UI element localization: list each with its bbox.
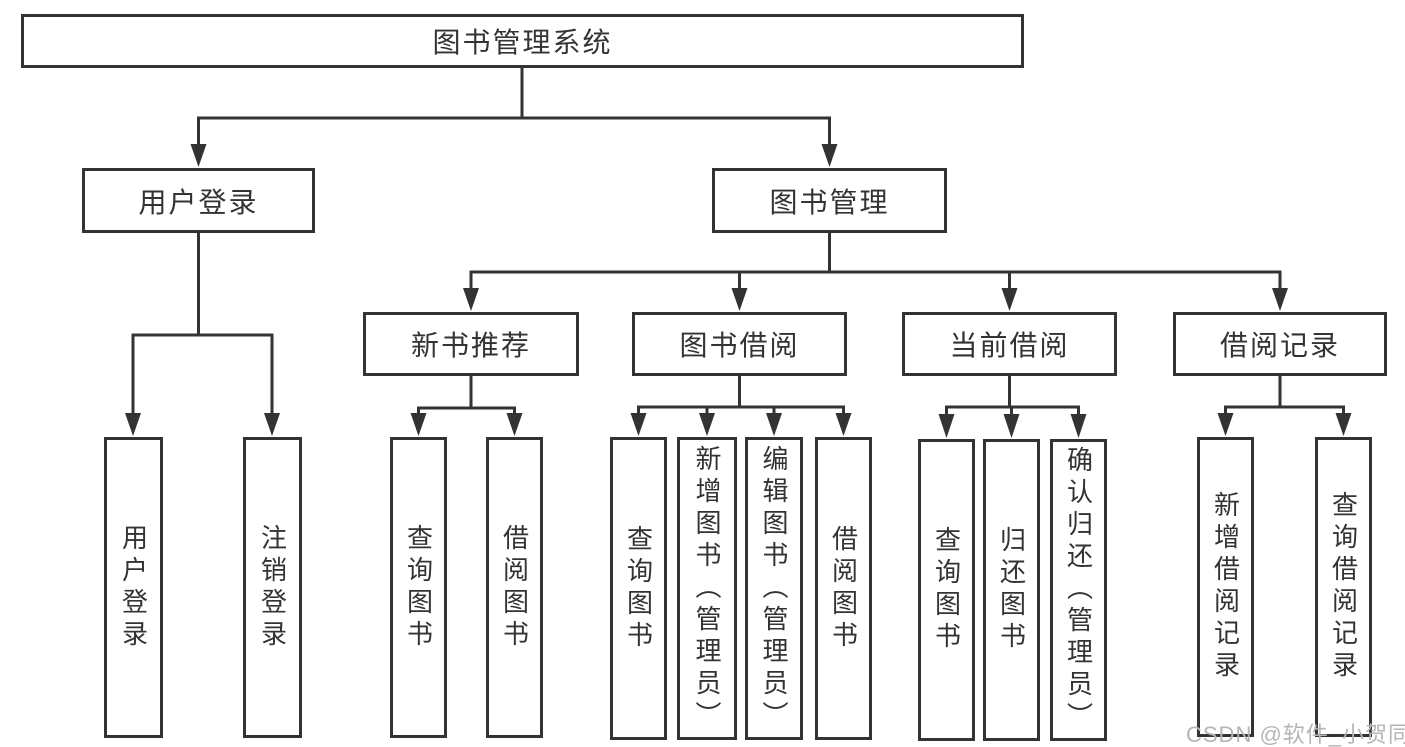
leaf-return-books-label: 归还图书 xyxy=(996,526,1027,654)
node-borrowing-records-label: 借阅记录 xyxy=(1219,330,1340,361)
leaf-add-borrow-record-label: 新增借阅记录 xyxy=(1210,491,1241,683)
leaf-edit-book-admin: 编辑图书（管理员） xyxy=(745,437,803,740)
leaf-add-borrow-record: 新增借阅记录 xyxy=(1197,437,1254,737)
leaf-borrow-query-books: 查询图书 xyxy=(610,437,667,740)
leaf-newbook-borrow-books-label: 借阅图书 xyxy=(499,523,530,652)
leaf-return-books: 归还图书 xyxy=(983,439,1040,741)
node-new-book-recommend-label: 新书推荐 xyxy=(410,330,531,361)
node-root-label: 图书管理系统 xyxy=(432,27,613,58)
node-borrowing-records: 借阅记录 xyxy=(1173,312,1387,376)
leaf-user-login: 用户登录 xyxy=(104,437,163,738)
node-book-borrowing: 图书借阅 xyxy=(632,312,847,376)
leaf-current-query-books-label: 查询图书 xyxy=(931,526,962,654)
leaf-query-borrow-record-label: 查询借阅记录 xyxy=(1328,491,1359,683)
leaf-logout-label: 注销登录 xyxy=(257,523,288,652)
leaf-newbook-query-books: 查询图书 xyxy=(390,437,447,738)
leaf-borrow-borrow-books: 借阅图书 xyxy=(815,437,872,740)
leaf-newbook-borrow-books: 借阅图书 xyxy=(486,437,543,738)
node-book-management: 图书管理 xyxy=(712,168,947,233)
leaf-newbook-query-books-label: 查询图书 xyxy=(403,523,434,652)
leaf-edit-book-admin-label: 编辑图书（管理员） xyxy=(759,444,789,733)
leaf-add-book-admin: 新增图书（管理员） xyxy=(677,437,737,740)
node-book-borrowing-label: 图书借阅 xyxy=(679,330,800,361)
csdn-watermark: CSDN @软件_小贺同学 xyxy=(1186,722,1405,747)
leaf-current-query-books: 查询图书 xyxy=(918,439,975,741)
node-new-book-recommend: 新书推荐 xyxy=(363,312,579,376)
node-user-login: 用户登录 xyxy=(82,168,315,233)
node-book-management-label: 图书管理 xyxy=(769,186,890,218)
leaf-logout: 注销登录 xyxy=(243,437,302,738)
leaf-borrow-borrow-books-label: 借阅图书 xyxy=(828,524,859,653)
leaf-query-borrow-record: 查询借阅记录 xyxy=(1315,437,1372,737)
node-root: 图书管理系统 xyxy=(21,14,1024,68)
leaf-borrow-query-books-label: 查询图书 xyxy=(623,524,654,653)
leaf-confirm-return-admin: 确认归还（管理员） xyxy=(1050,439,1107,741)
node-current-borrowing: 当前借阅 xyxy=(902,312,1117,376)
node-current-borrowing-label: 当前借阅 xyxy=(949,330,1070,361)
leaf-user-login-label: 用户登录 xyxy=(118,523,149,652)
leaf-confirm-return-admin-label: 确认归还（管理员） xyxy=(1063,446,1094,734)
leaf-add-book-admin-label: 新增图书（管理员） xyxy=(692,444,722,733)
node-user-login-label: 用户登录 xyxy=(138,186,259,218)
